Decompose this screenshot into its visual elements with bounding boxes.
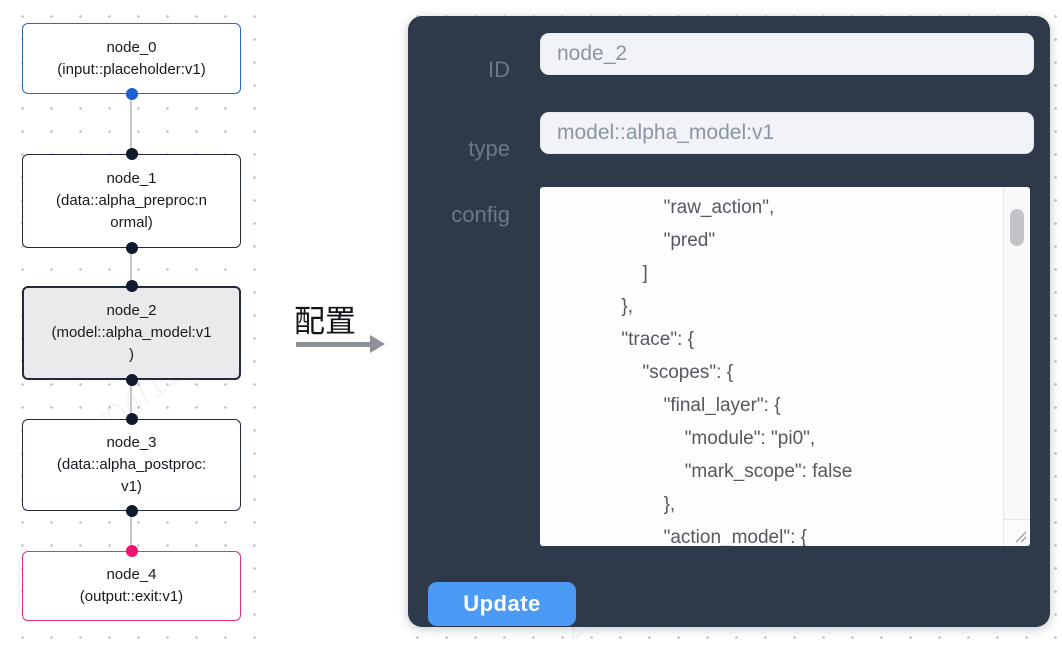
- type-field-label: type: [468, 136, 510, 161]
- id-field-label: ID: [488, 57, 510, 82]
- node-subtitle: (data::alpha_preproc:n ormal): [56, 192, 207, 231]
- node-subtitle: (data::alpha_postproc: v1): [56, 456, 207, 495]
- flow-node-node_0[interactable]: node_0 (input::placeholder:v1): [22, 23, 241, 94]
- type-input[interactable]: [540, 112, 1034, 154]
- node-subtitle: (input::placeholder:v1): [57, 60, 206, 78]
- configure-annotation-label: 配置: [294, 304, 356, 339]
- node-title: node_2: [106, 302, 157, 319]
- config-editor[interactable]: "raw_action", "pred" ] }, "trace": { "sc…: [540, 187, 1030, 546]
- edge-node1-node2: [130, 248, 132, 286]
- update-button[interactable]: Update: [428, 582, 576, 626]
- config-scrollbar-corner: [1003, 519, 1030, 546]
- config-field-label: config: [451, 202, 510, 227]
- handle-node4-top[interactable]: [126, 545, 138, 557]
- config-scrollbar-thumb[interactable]: [1010, 209, 1024, 246]
- node-subtitle: (model::alpha_model:v1 ): [51, 324, 212, 363]
- handle-node3-bottom[interactable]: [126, 505, 138, 517]
- flow-node-node_2[interactable]: node_2 (model::alpha_model:v1 ): [22, 286, 241, 380]
- handle-node0-bottom[interactable]: [126, 88, 138, 100]
- resize-handle-icon[interactable]: [1012, 528, 1028, 544]
- flow-node-node_4[interactable]: node_4 (output::exit:v1): [22, 551, 241, 621]
- flow-node-node_3[interactable]: node_3 (data::alpha_postproc: v1): [22, 419, 241, 511]
- node-title: node_3: [106, 434, 157, 451]
- handle-node1-bottom[interactable]: [126, 242, 138, 254]
- edge-node0-node1: [130, 94, 132, 154]
- config-json-text[interactable]: "raw_action", "pred" ] }, "trace": { "sc…: [621, 197, 853, 546]
- edge-node2-node3: [130, 380, 132, 419]
- node-title: node_4: [106, 566, 157, 583]
- node-title: node_0: [106, 38, 157, 56]
- edge-node3-node4: [130, 511, 132, 551]
- config-scrollbar-track[interactable]: [1003, 187, 1030, 546]
- node-subtitle: (output::exit:v1): [79, 588, 184, 605]
- handle-node1-top[interactable]: [126, 148, 138, 160]
- handle-node3-top[interactable]: [126, 413, 138, 425]
- handle-node2-bottom[interactable]: [126, 374, 138, 386]
- id-input[interactable]: [540, 33, 1034, 75]
- handle-node2-top[interactable]: [126, 280, 138, 292]
- arrow-head-icon: [370, 335, 385, 353]
- flow-node-node_1[interactable]: node_1 (data::alpha_preproc:n ormal): [22, 154, 241, 248]
- arrow-bar: [296, 342, 372, 347]
- node-config-panel: ID type config "raw_action", "pred" ] },…: [408, 16, 1050, 627]
- node-title: node_1: [106, 170, 157, 187]
